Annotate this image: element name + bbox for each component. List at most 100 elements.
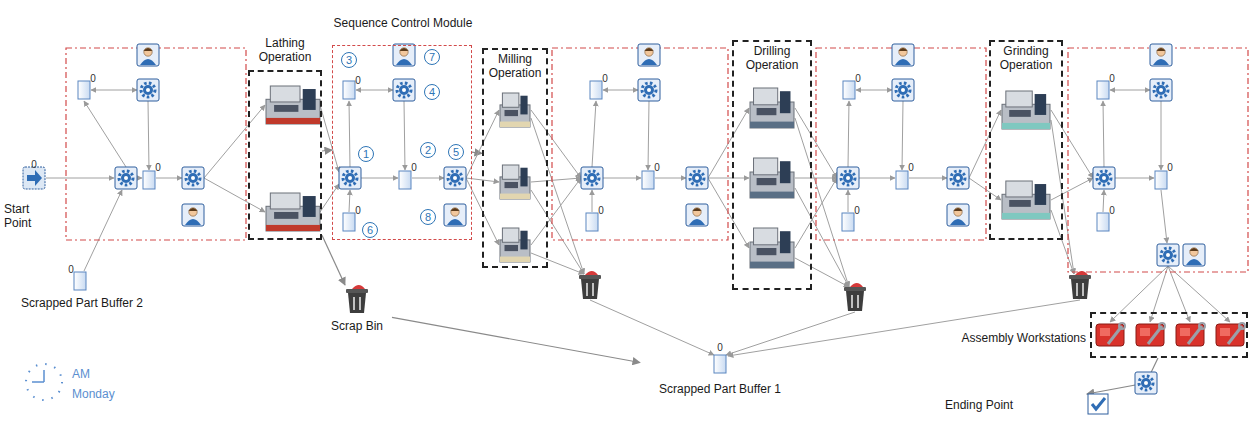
operation-box: Lathing Operation [248,70,322,240]
flow-arrow [84,101,126,167]
buffer-count: 0 [1109,205,1115,217]
buffer-icon [343,81,355,99]
module-outline [816,48,986,240]
assembly-workstation-icon [1096,323,1125,346]
flow-arrow [848,190,849,212]
buffer-icon [586,213,598,231]
callout-number: 2 [420,142,436,158]
gear-icon [581,167,603,189]
callout-number: 7 [424,49,440,65]
flow-arrow [1103,190,1104,212]
buffer-icon [896,171,908,189]
flow-arrow [859,178,895,179]
scrap-bin: Scrap Bin [322,285,392,337]
gear-icon [393,79,415,101]
flow-arrow [1161,101,1162,170]
callout-number: 8 [420,209,436,225]
connector [1087,358,1158,394]
operation-box: Grinding Operation [989,40,1063,240]
flow-arrow [1161,190,1167,243]
node-label: Sequence Control Module [303,16,503,30]
gear-icon [339,167,361,189]
buffer-count: 0 [355,205,361,217]
gear-icon [947,167,969,189]
node-label: Milling Operation [484,52,546,80]
buffer-icon [590,81,602,99]
node-label: Scrapped Part Buffer 1 [640,382,800,396]
gear-icon [686,167,708,189]
operator-icon [638,44,660,66]
flow-arrow [1051,178,1093,200]
node-label: Scrap Bin [322,319,392,333]
buffer-node: Scrapped Part Buffer 1 [640,354,800,400]
buffer-icon [74,272,86,290]
buffer-count: 0 [855,73,861,85]
flow-arrow [726,312,855,355]
flow-arrow [91,90,137,91]
buffer-icon [1097,81,1109,99]
flow-arrow [1115,178,1154,179]
buffer-count: 0 [90,73,96,85]
node-label: Scrapped Part Buffer 2 [2,296,162,310]
machine-icon [266,193,320,231]
operator-icon [393,44,415,66]
flow-arrow [1103,101,1104,167]
flow-arrow [795,258,849,287]
node-label: Grinding Operation [991,44,1061,72]
flow-arrow [969,178,1001,200]
buffer-count: 0 [598,205,604,217]
start-point: Start Point [4,166,52,228]
flow-arrow [148,101,149,170]
buffer-icon [1097,213,1109,231]
flow-arrow [909,178,947,179]
flow-arrow [592,190,593,212]
end-point: Ending Point [945,394,1110,416]
flow-arrow [1051,110,1093,178]
assembly-workstation-icon [1136,323,1165,346]
flow-arrow [655,178,686,179]
flow-arrow [648,101,649,170]
flow-arrow [902,101,903,170]
connector [322,235,345,285]
gear-icon [137,79,159,101]
node-label: Assembly Workstations [920,331,1086,345]
flow-arrow [204,105,265,178]
workstation-group: Assembly Workstations [1090,312,1248,358]
flow-arrow [531,110,581,178]
scrap-bin-icon [346,285,368,313]
buffer-count: 0 [155,162,161,174]
control-module-box: Sequence Control Module [332,45,472,240]
machine-icon [750,88,794,128]
buffer-count: 0 [908,162,914,174]
callout-number: 5 [448,144,464,160]
buffer-icon [78,81,90,99]
buffer-count: 0 [355,75,361,87]
buffer-icon [714,355,726,373]
flow-arrow [320,105,339,172]
machine-icon [1002,91,1050,129]
flow-arrow [404,101,405,170]
clock-label: Monday [72,387,115,401]
gear-icon [1135,372,1157,394]
flow-arrow [412,178,444,179]
flow-arrow [84,190,122,271]
flow-arrow [356,90,393,91]
gear-icon [1150,79,1172,101]
buffer-count: 0 [717,342,723,354]
flow-arrow [592,101,596,167]
buffer-count: 0 [654,162,660,174]
buffer-icon [843,81,855,99]
buffer-icon [842,213,854,231]
flow-arrow [46,178,114,179]
gear-icon [638,79,660,101]
buffer-icon [399,171,411,189]
buffer-count: 0 [602,73,608,85]
buffer-icon [343,213,355,231]
flow-arrow [603,90,638,91]
operator-icon [182,204,204,226]
operator-icon [444,204,466,226]
start-icon [23,167,45,189]
scrap-bin-icon [1069,271,1091,299]
machine-icon [500,93,530,127]
